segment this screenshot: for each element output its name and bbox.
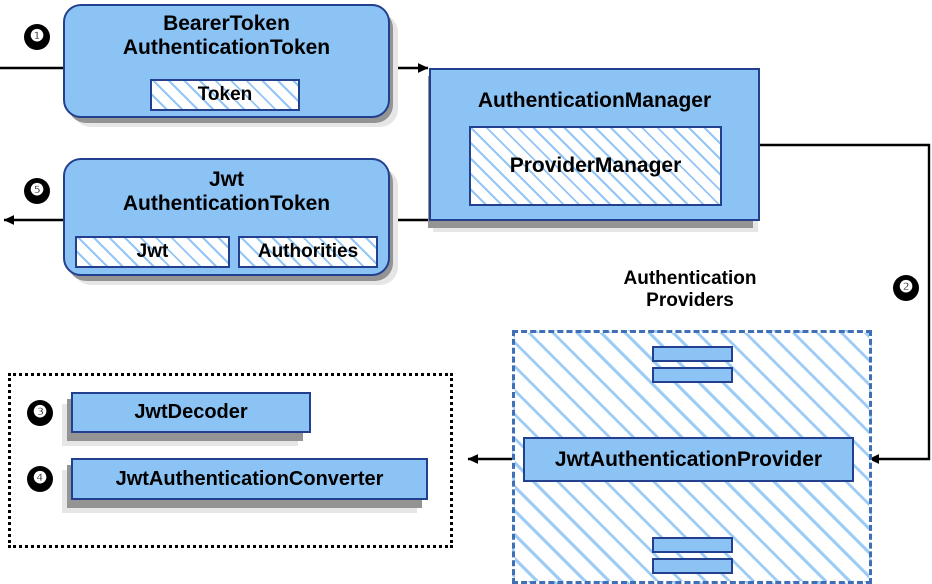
- provider-placeholder-top-1: [652, 346, 733, 362]
- bearer-token-inner-token[interactable]: Token: [150, 79, 300, 111]
- badge-step-2: ❷: [893, 275, 919, 301]
- bearer-token-inner-token-label: Token: [197, 84, 253, 105]
- jwt-token-inner-authorities-label: Authorities: [257, 241, 359, 262]
- badge-step-4: ❹: [27, 466, 53, 492]
- jwt-decoder-label: JwtDecoder: [134, 401, 248, 423]
- provider-placeholder-bottom-1: [652, 537, 733, 553]
- badge-step-1: ❶: [24, 24, 50, 50]
- jwt-token-inner-jwt[interactable]: Jwt: [75, 236, 230, 268]
- authentication-manager-inner-providermanager[interactable]: ProviderManager: [469, 126, 722, 206]
- jwt-token-title-line2: AuthenticationToken: [122, 191, 331, 215]
- bearer-token-node[interactable]: BearerToken AuthenticationToken: [63, 4, 390, 118]
- jwt-token-title: Jwt AuthenticationToken: [65, 168, 388, 215]
- authentication-manager-title: AuthenticationManager: [477, 89, 712, 112]
- jwt-token-inner-jwt-label: Jwt: [136, 241, 169, 262]
- jwt-authentication-converter-node[interactable]: JwtAuthenticationConverter: [71, 458, 428, 500]
- jwt-token-title-line1: Jwt: [208, 168, 244, 191]
- authentication-providers-label-line1: Authentication: [623, 268, 757, 289]
- authentication-providers-label: Authentication Providers: [560, 268, 820, 313]
- provider-manager-label: ProviderManager: [509, 154, 682, 177]
- jwt-token-inner-authorities[interactable]: Authorities: [238, 236, 378, 268]
- badge-step-3: ❸: [27, 400, 53, 426]
- bearer-token-title-line2: AuthenticationToken: [122, 35, 331, 59]
- jwt-authentication-converter-label: JwtAuthenticationConverter: [115, 467, 384, 490]
- jwt-authentication-provider-label: JwtAuthenticationProvider: [554, 447, 823, 471]
- authentication-providers-label-line2: Providers: [646, 290, 734, 312]
- jwt-decoder-node[interactable]: JwtDecoder: [71, 392, 311, 433]
- provider-placeholder-top-2: [652, 367, 733, 383]
- badge-step-5: ❺: [24, 178, 50, 204]
- bearer-token-title: BearerToken AuthenticationToken: [65, 12, 388, 59]
- bearer-token-title-line1: BearerToken: [163, 12, 290, 35]
- jwt-support-region: [8, 373, 453, 548]
- jwt-authentication-provider-node[interactable]: JwtAuthenticationProvider: [523, 437, 854, 482]
- arrow-manager-to-providers: [760, 143, 931, 464]
- provider-placeholder-bottom-2: [652, 558, 733, 574]
